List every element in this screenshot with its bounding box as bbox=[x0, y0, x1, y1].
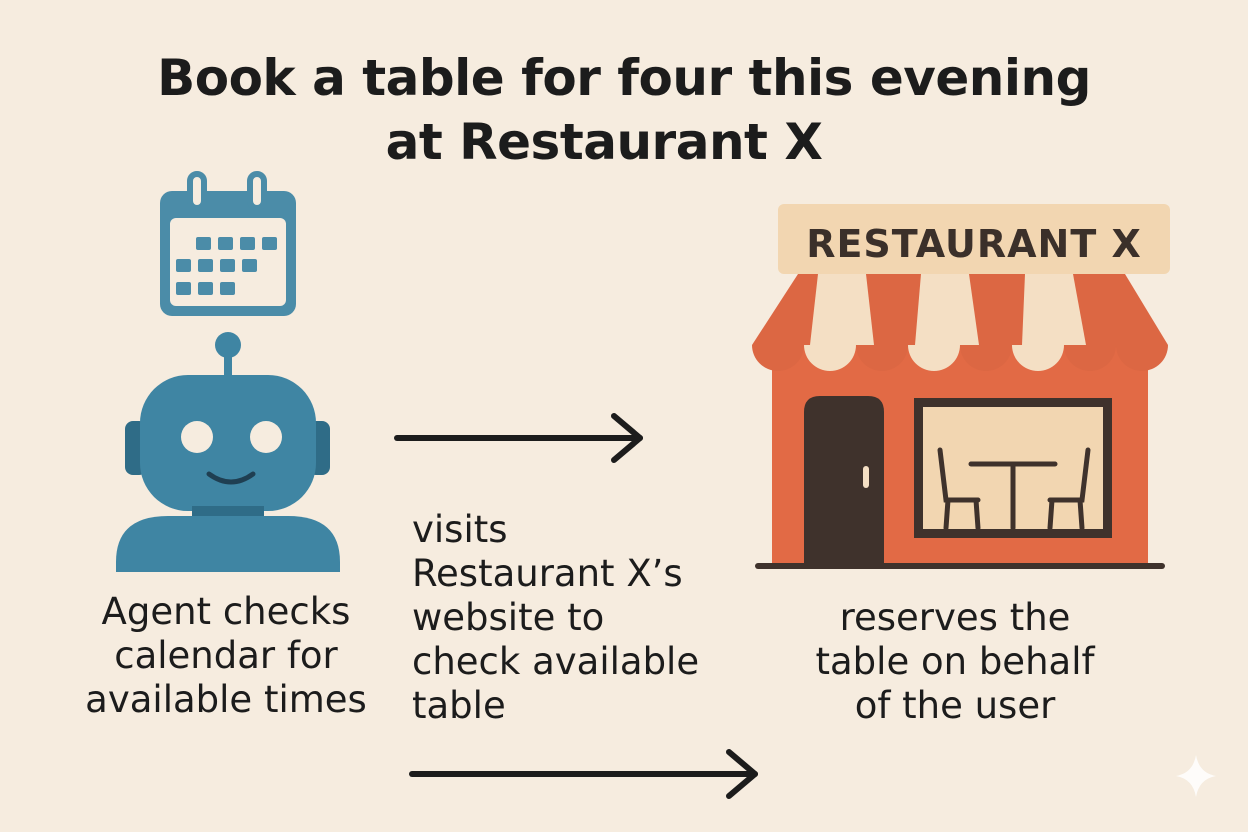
caption-line: website to bbox=[412, 596, 605, 639]
agent-caption: Agent checks calendar for available time… bbox=[66, 590, 386, 722]
caption-line: calendar for bbox=[114, 634, 338, 677]
reserve-caption: reserves the table on behalf of the user bbox=[780, 596, 1130, 728]
diagram-title: Book a table for four this evening at Re… bbox=[0, 46, 1248, 174]
visit-caption: visits Restaurant X’s website to check a… bbox=[412, 508, 742, 728]
restaurant-icon bbox=[752, 204, 1170, 569]
title-line-1: Book a table for four this evening bbox=[157, 49, 1091, 107]
sparkle-icon bbox=[1176, 755, 1216, 797]
caption-line: table bbox=[412, 684, 506, 727]
caption-line: available times bbox=[85, 678, 367, 721]
caption-line: Restaurant X’s bbox=[412, 552, 683, 595]
caption-line: of the user bbox=[854, 684, 1056, 727]
caption-line: visits bbox=[412, 508, 508, 551]
caption-line: table on behalf bbox=[815, 640, 1095, 683]
calendar-icon bbox=[160, 171, 296, 316]
title-line-2: at Restaurant X bbox=[385, 113, 823, 171]
restaurant-sign: RESTAURANT X bbox=[806, 222, 1142, 266]
arrow-right-icon bbox=[409, 749, 758, 799]
robot-icon bbox=[116, 332, 340, 572]
caption-line: reserves the bbox=[839, 596, 1071, 639]
arrow-right-icon bbox=[394, 413, 643, 463]
caption-line: check available bbox=[412, 640, 700, 683]
caption-line: Agent checks bbox=[101, 590, 351, 633]
